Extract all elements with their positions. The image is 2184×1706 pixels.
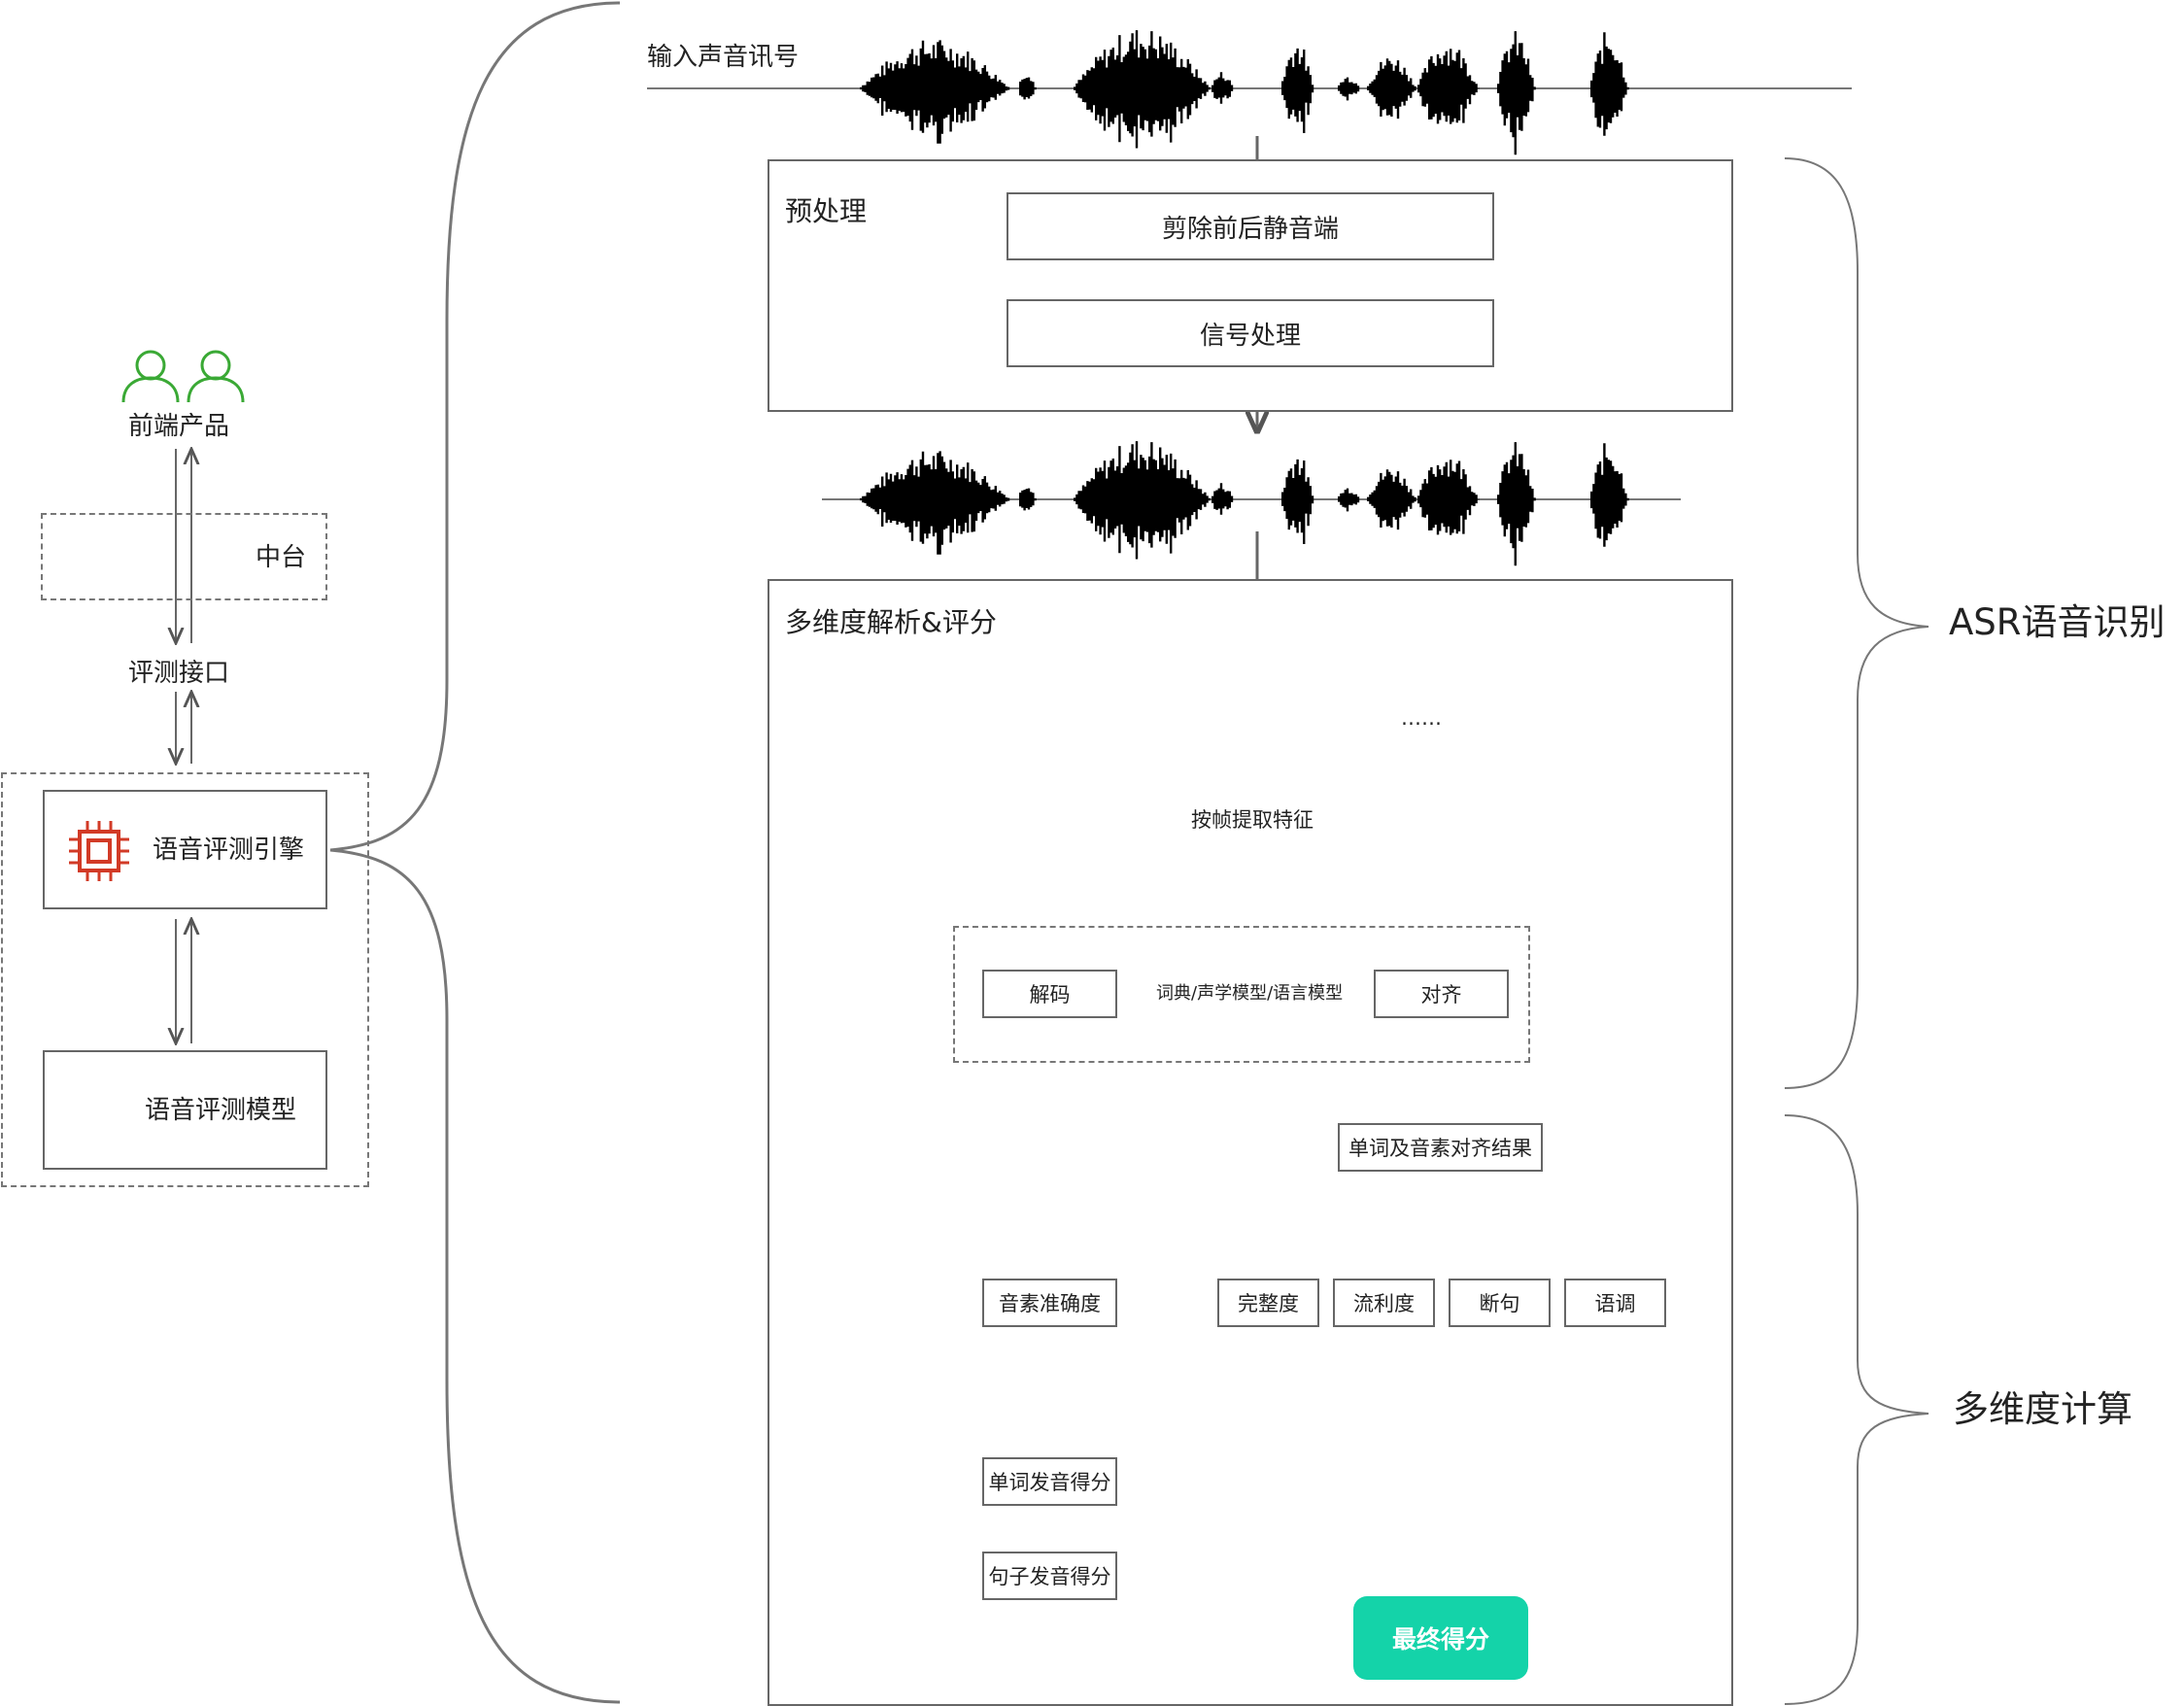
segmentation-box[interactable]: 断句 bbox=[1449, 1279, 1551, 1327]
decode-align-group bbox=[953, 926, 1530, 1063]
input-signal-label: 输入声音讯号 bbox=[647, 43, 800, 72]
middle-platform-box bbox=[41, 513, 327, 600]
frames-ellipsis: …… bbox=[1401, 706, 1442, 730]
asr-brace bbox=[1784, 157, 1929, 1089]
fluency-box[interactable]: 流利度 bbox=[1333, 1279, 1435, 1327]
align-result-box[interactable]: 单词及音素对齐结果 bbox=[1338, 1123, 1543, 1172]
models-label: 词典/声学模型/语言模型 bbox=[1156, 983, 1344, 1004]
middle-platform-label: 中台 bbox=[256, 543, 307, 572]
eval-interface-label: 评测接口 bbox=[128, 659, 230, 688]
phoneme-accuracy-box[interactable]: 音素准确度 bbox=[982, 1279, 1117, 1327]
user-pair-icon bbox=[119, 346, 247, 404]
multi-dim-label: 多维度计算 bbox=[1953, 1388, 2133, 1430]
processed-waveform bbox=[822, 441, 1681, 566]
model-label: 语音评测模型 bbox=[145, 1096, 297, 1125]
word-score-box[interactable]: 单词发音得分 bbox=[982, 1457, 1117, 1506]
trim-silence-box[interactable]: 剪除前后静音端 bbox=[1007, 192, 1494, 260]
model-box[interactable] bbox=[43, 1050, 327, 1170]
frame-feature-label: 按帧提取特征 bbox=[1191, 808, 1314, 832]
preprocess-title: 预处理 bbox=[785, 195, 868, 227]
multidim-brace bbox=[1784, 1114, 1929, 1705]
signal-processing-box[interactable]: 信号处理 bbox=[1007, 299, 1494, 367]
left-arrows bbox=[176, 449, 191, 1043]
sentence-score-box[interactable]: 句子发音得分 bbox=[982, 1552, 1117, 1600]
frontend-label: 前端产品 bbox=[128, 412, 230, 441]
asr-label: ASR语音识别 bbox=[1949, 601, 2166, 643]
input-waveform bbox=[647, 30, 1852, 155]
align-box[interactable]: 对齐 bbox=[1374, 970, 1509, 1018]
chip-icon bbox=[66, 819, 132, 883]
analysis-title: 多维度解析&评分 bbox=[785, 606, 997, 638]
completeness-box[interactable]: 完整度 bbox=[1217, 1279, 1319, 1327]
intonation-box[interactable]: 语调 bbox=[1564, 1279, 1666, 1327]
engine-group-box bbox=[1, 772, 369, 1187]
analysis-box bbox=[768, 579, 1733, 1706]
engine-label: 语音评测引擎 bbox=[153, 836, 305, 865]
decode-box[interactable]: 解码 bbox=[982, 970, 1117, 1018]
engine-brace bbox=[329, 1, 621, 1704]
final-score-box[interactable]: 最终得分 bbox=[1353, 1596, 1528, 1680]
